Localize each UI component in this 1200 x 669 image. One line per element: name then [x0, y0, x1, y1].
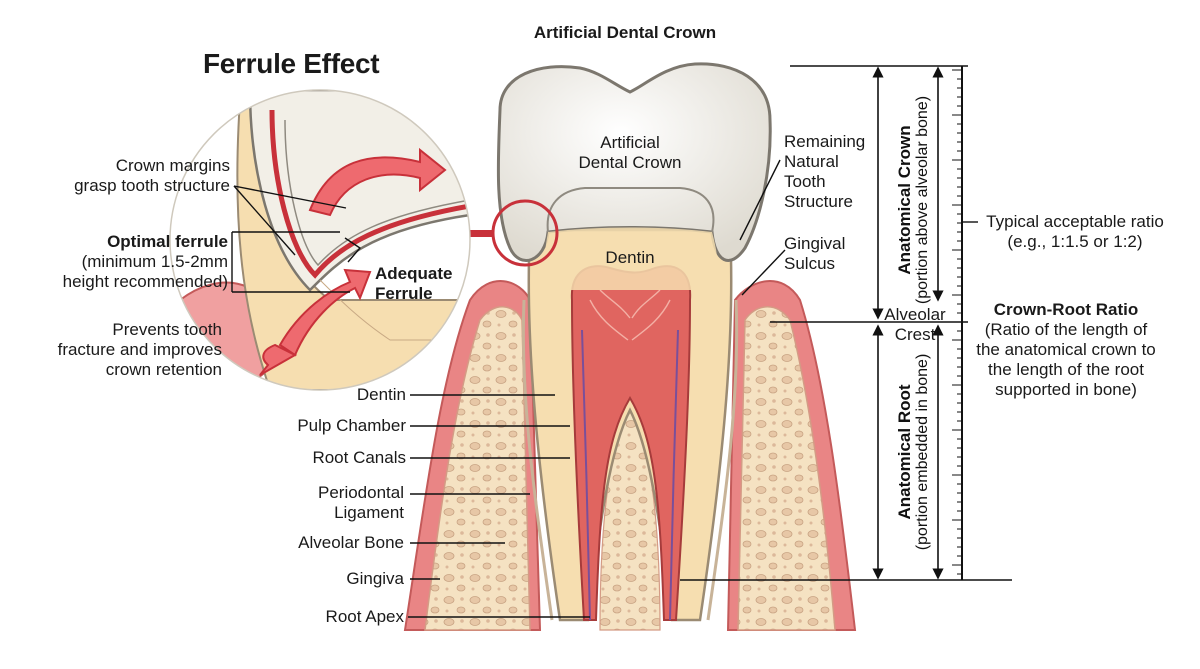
anatomical-crown-label: Anatomical Crown (portion above alveolar… — [895, 95, 931, 305]
artificial-crown — [496, 62, 772, 262]
ratio-note: Typical acceptable ratio(e.g., 1:1.5 or … — [986, 212, 1164, 251]
dimension-arrows — [872, 66, 944, 580]
optimal-ferrule-label: Optimal ferrule (minimum 1.5-2mm height … — [62, 232, 228, 291]
label-pulp-chamber: Pulp Chamber — [297, 416, 406, 435]
gingiva-right — [726, 280, 857, 631]
inset-leaders — [231, 185, 362, 293]
label-dentin: Dentin — [356, 385, 406, 404]
crown-root-ratio: Crown-Root Ratio (Ratio of the length of… — [968, 300, 1164, 400]
ruler — [952, 66, 978, 580]
dentin-inner-label: Dentin — [605, 248, 655, 267]
left-leaders — [408, 394, 590, 618]
label-gingiva: Gingiva — [346, 569, 404, 588]
right-leaders — [680, 65, 1012, 581]
ferrule-connector — [468, 230, 494, 237]
page-title: Ferrule Effect — [203, 48, 380, 79]
label-root-canals: Root Canals — [312, 448, 406, 467]
label-root-apex: Root Apex — [325, 607, 404, 626]
retention-arrows — [259, 147, 447, 376]
anatomical-root-label: Anatomical Root (portion embedded in bon… — [895, 353, 931, 551]
crown-root-ratio-title: Crown-Root Ratio — [993, 300, 1139, 319]
coronal-dentin — [544, 227, 718, 290]
top-title: Artificial Dental Crown — [533, 23, 717, 42]
label-alveolar-bone: Alveolar Bone — [298, 533, 404, 552]
